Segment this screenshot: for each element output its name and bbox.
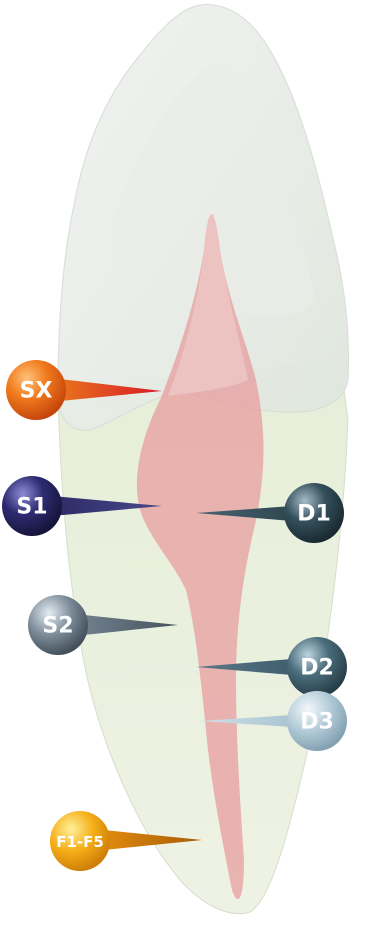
s2-marker: S2 (28, 595, 88, 655)
d3-marker: D3 (287, 691, 347, 751)
s1-marker: S1 (2, 476, 62, 536)
d1-marker: D1 (284, 483, 344, 543)
f1f5-marker: F1-F5 (50, 811, 110, 871)
f1f5-label: F1-F5 (56, 833, 104, 851)
d3-label: D3 (300, 710, 334, 735)
d2-label: D2 (300, 656, 334, 681)
s2-label: S2 (42, 614, 73, 639)
d2-marker: D2 (287, 637, 347, 697)
d1-label: D1 (297, 502, 331, 527)
s1-label: S1 (16, 495, 47, 520)
sx-label: SX (20, 379, 53, 404)
sx-marker: SX (6, 360, 66, 420)
